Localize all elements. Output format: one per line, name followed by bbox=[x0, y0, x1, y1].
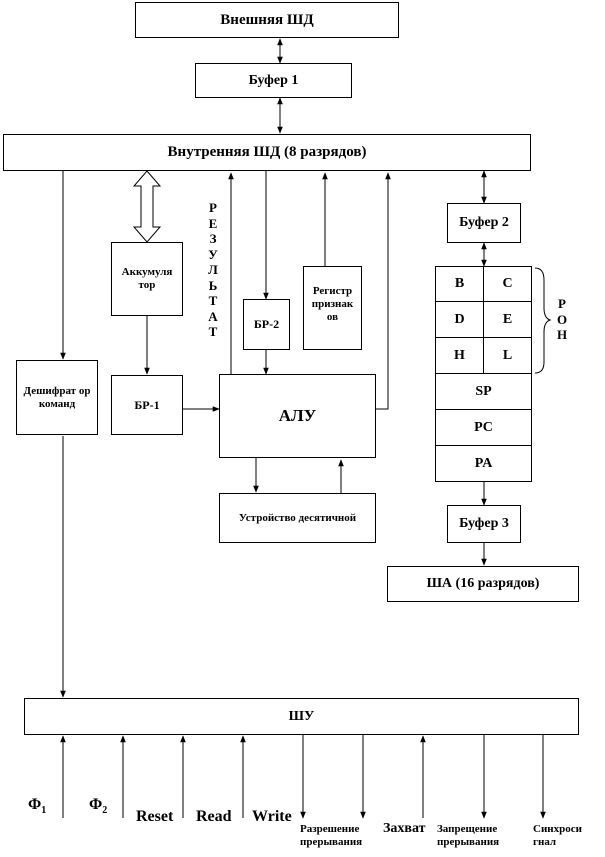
register-b: B bbox=[435, 266, 484, 302]
rez-letter: Т bbox=[208, 324, 218, 339]
br-1: БР-1 bbox=[111, 375, 183, 435]
signal-phi2: Φ2 bbox=[89, 796, 108, 817]
register-c: C bbox=[483, 266, 532, 302]
register-pa: PA bbox=[435, 445, 532, 482]
rez-letter: А bbox=[208, 308, 218, 324]
rez-letter: Т bbox=[208, 293, 218, 308]
signal-phi1: Φ1 bbox=[28, 796, 47, 817]
signal-hold: Захват bbox=[383, 821, 426, 836]
rez-letter: Р bbox=[209, 200, 217, 215]
register-sp: SP bbox=[435, 373, 532, 410]
signal-interrupt-disable: Запрещение прерывания bbox=[437, 823, 500, 848]
rez-letter: Л bbox=[208, 262, 218, 277]
rez-letter: У bbox=[208, 246, 218, 262]
signal-sync: Синхроси гнал bbox=[533, 823, 582, 848]
register-pc: PC bbox=[435, 409, 532, 446]
ron-letter: Н bbox=[556, 327, 568, 342]
decimal-adjust-unit: Устройство десятичной bbox=[219, 493, 376, 543]
rez-letter: З bbox=[209, 231, 217, 246]
signal-interrupt-enable: Разрешение прерывания bbox=[300, 823, 363, 848]
signal-write: Write bbox=[252, 808, 292, 825]
signal-read: Read bbox=[196, 808, 232, 825]
signal-reset: Reset bbox=[136, 808, 174, 825]
buffer-2: Буфер 2 bbox=[447, 203, 521, 243]
register-l: L bbox=[483, 337, 532, 374]
ron-letter: О bbox=[556, 311, 568, 327]
address-bus: ША (16 разрядов) bbox=[387, 566, 579, 602]
internal-data-bus: Внутренняя ШД (8 разрядов) bbox=[3, 134, 531, 171]
ron-letter: Р bbox=[558, 296, 566, 311]
register-d: D bbox=[435, 301, 484, 338]
rez-letter: Е bbox=[208, 215, 218, 231]
buffer-3: Буфер 3 bbox=[447, 505, 521, 543]
flags-register: Регистр признак ов bbox=[303, 266, 362, 350]
register-e: E bbox=[483, 301, 532, 338]
accumulator: Аккумуля тор bbox=[111, 242, 183, 316]
buffer-1: Буфер 1 bbox=[195, 63, 352, 98]
alu: АЛУ bbox=[219, 374, 376, 458]
external-data-bus: Внешняя ШД bbox=[135, 2, 399, 38]
br-2: БР-2 bbox=[243, 299, 290, 350]
register-h: H bbox=[435, 337, 484, 374]
rez-letter: Ь bbox=[208, 277, 218, 293]
control-bus: ШУ bbox=[24, 698, 579, 735]
instruction-decoder: Дешифрат ор команд bbox=[16, 360, 98, 435]
